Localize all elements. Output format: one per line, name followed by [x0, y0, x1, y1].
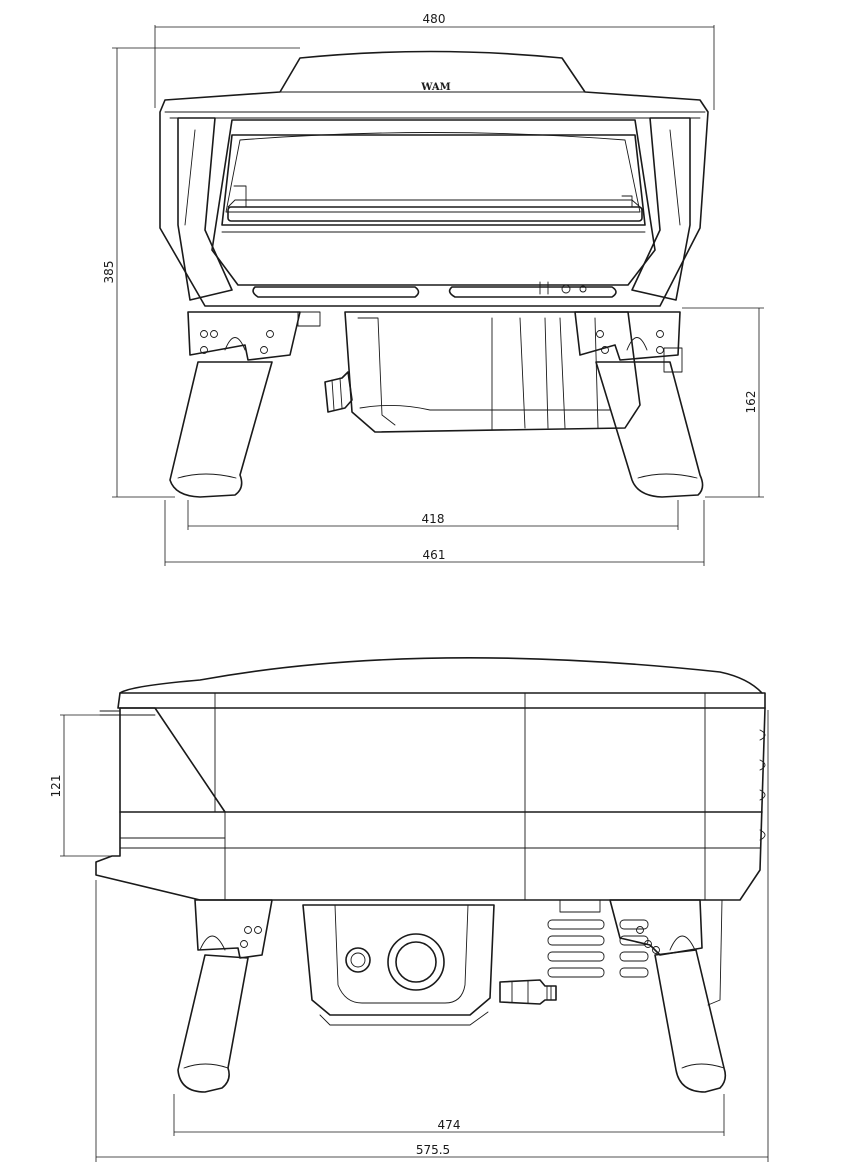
- side-view-dimensions: 121 474 575.5: [49, 710, 769, 1162]
- dim-overall-depth: 575.5: [416, 1143, 450, 1157]
- brand-mark: WAM: [420, 82, 450, 93]
- dim-height: 385: [102, 261, 116, 284]
- dim-leg-span-outer: 461: [423, 548, 446, 562]
- dim-side-leg-span: 474: [438, 1118, 461, 1132]
- side-vents: [547, 919, 649, 978]
- dim-overall-width: 480: [423, 12, 446, 26]
- side-view: [95, 656, 766, 1093]
- dim-leg-span-inner: 418: [422, 512, 445, 526]
- front-view-dimensions: 480 385 162 418 461: [102, 12, 764, 566]
- dim-leg-height: 162: [744, 391, 758, 414]
- front-view: WAM: [159, 50, 709, 498]
- dim-mouth-height: 121: [49, 775, 63, 798]
